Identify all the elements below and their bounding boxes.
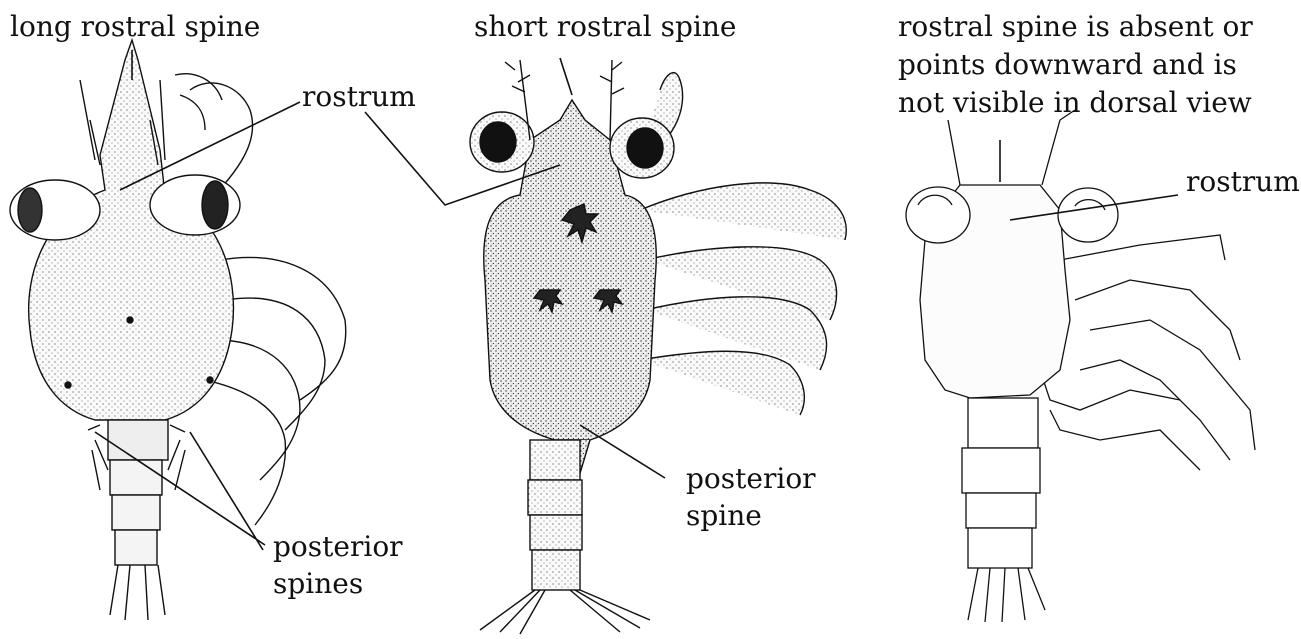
label-middle-posterior: posterior xyxy=(686,462,816,496)
label-right-rostral-line2: points downward and is xyxy=(898,48,1237,82)
label-left-posterior: posterior xyxy=(273,530,403,564)
right-larva-abdomen xyxy=(962,398,1045,622)
left-larva-abdomen xyxy=(92,420,185,620)
label-middle-spine: spine xyxy=(686,499,762,533)
label-long-rostral-spine: long rostral spine xyxy=(10,10,260,44)
middle-larva-drawing xyxy=(470,60,846,634)
right-larva-legs xyxy=(1040,235,1255,470)
middle-larva-abdomen xyxy=(480,440,650,634)
right-larva-right-eye xyxy=(1058,188,1118,242)
middle-larva-legs xyxy=(640,73,846,415)
label-left-spines: spines xyxy=(273,567,363,601)
label-right-rostral-line3: not visible in dorsal view xyxy=(898,86,1252,120)
label-right-rostrum: rostrum xyxy=(1186,165,1300,199)
label-left-rostrum: rostrum xyxy=(302,80,416,114)
left-posterior-leader-2 xyxy=(190,432,263,550)
middle-posterior-leader xyxy=(580,425,665,478)
middle-rostral-leader xyxy=(560,58,572,95)
label-right-rostral-line1: rostral spine is absent or xyxy=(898,10,1253,44)
label-short-rostral-spine: short rostral spine xyxy=(474,10,736,44)
